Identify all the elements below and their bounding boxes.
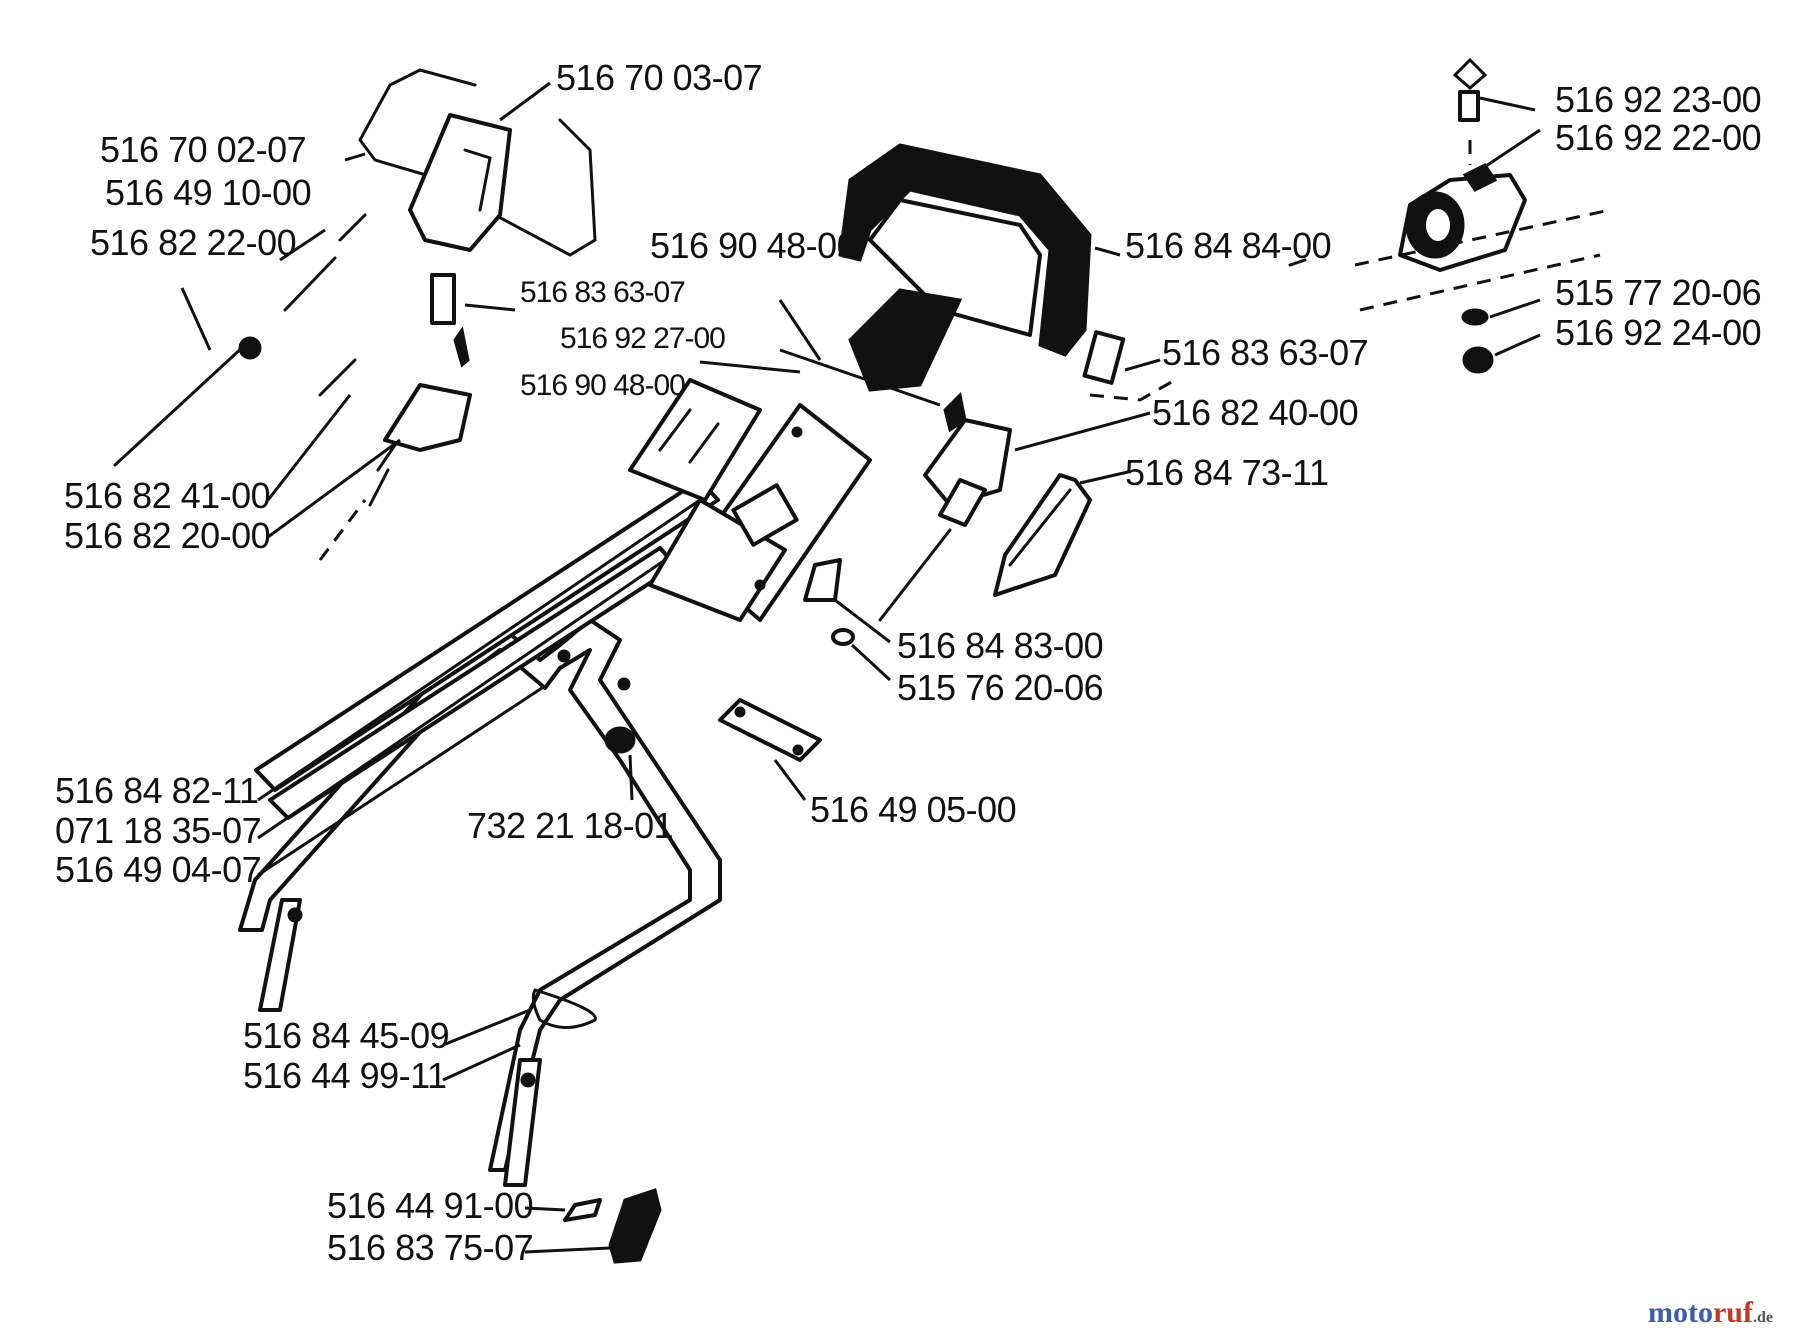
- loop-grip: [838, 143, 1092, 392]
- part-label: 515 76 20-06: [897, 667, 1103, 708]
- left-lever: [368, 273, 472, 507]
- part-label: 516 82 20-00: [64, 515, 270, 556]
- part-label: 516 92 24-00: [1555, 312, 1761, 353]
- part-labels: 516 70 03-07 516 70 02-07 516 49 10-00 5…: [55, 57, 1762, 1268]
- part-label: 516 92 27-00: [560, 322, 725, 355]
- part-label: 515 77 20-06: [1555, 272, 1761, 313]
- part-label: 516 82 40-00: [1152, 392, 1358, 433]
- parts-drawing: [113, 57, 1611, 1264]
- pivot-assembly: [1288, 57, 1611, 374]
- leader-lines: [180, 81, 1541, 1254]
- part-label: 516 83 63-07: [520, 276, 685, 309]
- part-label: 516 49 05-00: [810, 789, 1016, 830]
- handle-frame: [238, 618, 722, 1187]
- part-label: 516 70 02-07: [100, 129, 306, 170]
- right-lever: [878, 330, 1126, 622]
- part-label: 516 84 84-00: [1125, 225, 1331, 266]
- part-label: 516 44 99-11: [243, 1055, 447, 1096]
- part-label: 516 84 73-11: [1125, 452, 1329, 493]
- left-bail: [358, 68, 597, 257]
- part-label: 516 84 83-00: [897, 625, 1103, 666]
- lower-rails: [254, 478, 720, 820]
- part-label: 516 90 48-00: [650, 225, 856, 266]
- part-label: 516 92 22-00: [1555, 117, 1761, 158]
- part-label: 516 44 91-00: [327, 1185, 533, 1226]
- part-label: 516 84 45-09: [243, 1015, 449, 1056]
- left-cables: [113, 213, 367, 561]
- watermark-part-1: moto: [1648, 1296, 1713, 1329]
- control-plate: [628, 378, 872, 622]
- part-label: 516 84 82-11: [55, 770, 259, 811]
- part-label: 516 49 10-00: [105, 172, 311, 213]
- part-label: 516 49 04-07: [55, 849, 261, 890]
- part-label: 732 21 18-01: [467, 805, 673, 846]
- clip-parts: [604, 558, 855, 762]
- watermark-part-3: .de: [1753, 1309, 1773, 1326]
- part-label: 516 83 75-07: [327, 1227, 533, 1268]
- lower-clamp: [531, 988, 662, 1264]
- right-guard: [993, 473, 1092, 597]
- part-label: 071 18 35-07: [55, 810, 261, 851]
- watermark-part-2: ruf: [1713, 1296, 1754, 1329]
- part-label: 516 90 48-00: [520, 369, 685, 402]
- watermark-logo: motoruf.de: [1648, 1296, 1773, 1329]
- part-label: 516 92 23-00: [1555, 79, 1761, 120]
- part-label: 516 82 41-00: [64, 475, 270, 516]
- part-label: 516 70 03-07: [556, 57, 762, 98]
- part-label: 516 83 63-07: [1162, 332, 1368, 373]
- part-label: 516 82 22-00: [90, 222, 296, 263]
